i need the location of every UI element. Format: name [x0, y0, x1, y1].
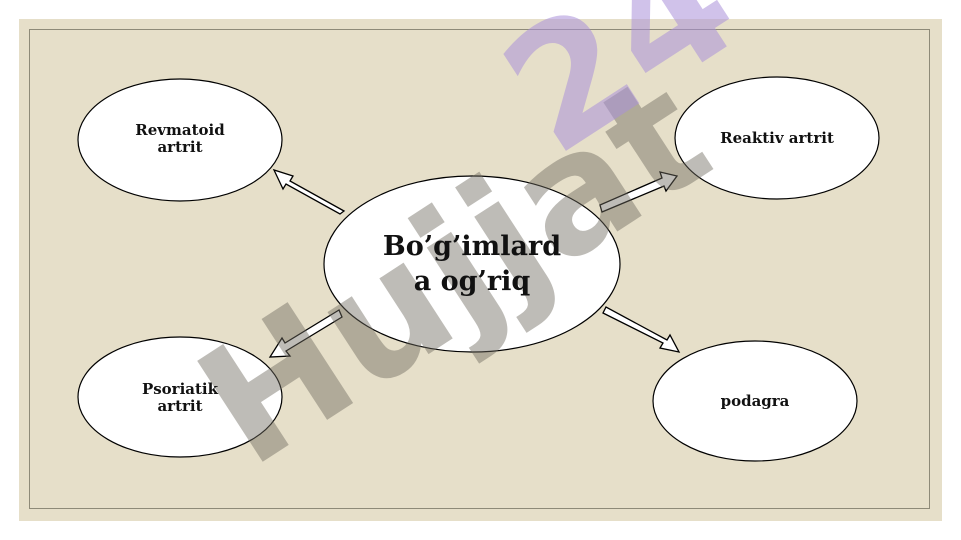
center-label-line2: a og’riq — [413, 266, 531, 297]
revmatoid-label: Revmatoid artrit — [100, 115, 260, 163]
revmatoid-label-line2: artrit — [157, 138, 203, 156]
podagra-label: podagra — [675, 389, 835, 415]
arrow-to-psoriatik — [268, 309, 343, 358]
reaktiv-label-line1: Reaktiv artrit — [720, 129, 834, 148]
node-psoriatik — [77, 336, 283, 458]
node-revmatoid — [77, 78, 283, 202]
revmatoid-label-line1: Revmatoid — [135, 120, 225, 139]
psoriatik-label-line1: Psoriatik — [141, 379, 219, 398]
center-label: Bo’g’imlard a og’riq — [352, 222, 592, 306]
psoriatik-label: Psoriatik artrit — [100, 374, 260, 422]
arrow-to-podagra — [602, 306, 681, 353]
node-reaktiv — [674, 76, 880, 200]
node-center — [323, 175, 621, 353]
node-podagra — [652, 340, 858, 462]
arrow-to-reaktiv — [599, 171, 679, 213]
podagra-label-line1: podagra — [720, 392, 790, 411]
slide-frame — [29, 29, 930, 509]
reaktiv-label: Reaktiv artrit — [697, 126, 857, 152]
psoriatik-label-line2: artrit — [157, 397, 203, 415]
center-label-line1: Bo’g’imlard — [382, 230, 562, 262]
arrow-to-revmatoid — [272, 168, 346, 215]
